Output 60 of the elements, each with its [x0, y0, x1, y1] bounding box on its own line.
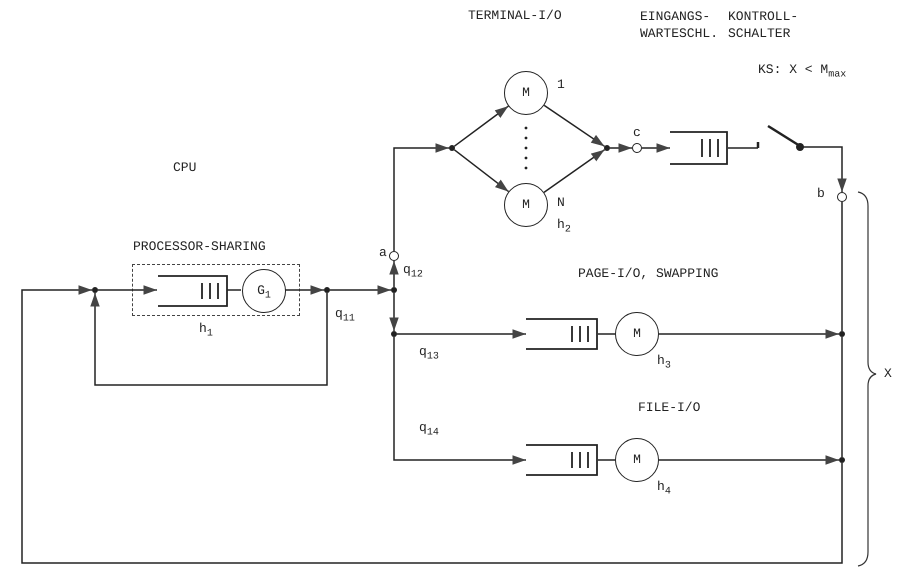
node-annotation: h$_{4}$	[657, 479, 671, 500]
server-label: M	[632, 326, 642, 342]
junction-dot	[604, 145, 610, 151]
arrow	[90, 293, 328, 386]
queue-symbol	[158, 275, 228, 307]
junction-dot	[449, 145, 455, 151]
node-annotation: h$_{1}$	[199, 321, 213, 342]
variable-label: X	[884, 366, 892, 382]
arrow	[659, 455, 839, 465]
server-label: M	[632, 452, 642, 468]
group-heading: PROCESSOR-SHARING	[133, 239, 266, 255]
junction-dot	[839, 457, 845, 463]
arrow	[389, 261, 399, 287]
arrow	[393, 337, 526, 465]
connector-line	[598, 459, 615, 461]
queue-symbol	[526, 444, 598, 476]
junction-dot	[839, 331, 845, 337]
node-annotation: h$_{3}$	[657, 353, 671, 374]
server-label: G$_{1}$	[256, 283, 272, 304]
arrow	[642, 143, 670, 153]
junction-dot	[391, 287, 397, 293]
connector-line	[227, 289, 241, 291]
arrow	[98, 285, 157, 295]
arrow	[285, 285, 324, 295]
node-annotation: b	[817, 186, 825, 202]
queue-symbol	[526, 318, 598, 350]
connector-line	[728, 147, 758, 149]
server-circle	[242, 269, 286, 313]
arrow	[330, 285, 391, 295]
section-heading: CPU	[173, 160, 196, 176]
arrow	[544, 104, 605, 147]
arrow	[454, 106, 509, 147]
queue-symbol	[670, 131, 728, 165]
junction-dot	[92, 287, 98, 293]
section-heading: PAGE-I/O, SWAPPING	[578, 266, 718, 282]
connector-line	[841, 202, 843, 331]
arrow	[397, 329, 526, 339]
section-heading: EINGANGS- WARTESCHL.	[640, 8, 720, 42]
server-label: M	[521, 197, 531, 213]
arrow	[544, 149, 605, 193]
node-annotation: N	[557, 195, 565, 211]
connector-line	[841, 337, 843, 457]
section-heading: FILE-I/O	[638, 400, 700, 416]
condition-text: KS: X < M$_{max}$	[758, 62, 846, 83]
server-label: M	[521, 85, 531, 101]
node-annotation: h$_{2}$	[557, 217, 571, 238]
arrow	[393, 143, 449, 251]
arrow	[659, 329, 839, 339]
section-heading: TERMINAL-I/O	[468, 8, 562, 24]
section-heading: KONTROLL- SCHALTER	[728, 8, 800, 42]
junction-dot	[324, 287, 330, 293]
arrow	[610, 143, 632, 153]
arrow	[454, 149, 510, 192]
junction-dot	[391, 331, 397, 337]
node-annotation: c	[633, 125, 641, 141]
node-annotation: a	[379, 245, 387, 261]
arrow	[389, 293, 399, 331]
arrow	[21, 285, 843, 564]
node-annotation: 1	[557, 77, 565, 93]
connector-line	[598, 333, 615, 335]
